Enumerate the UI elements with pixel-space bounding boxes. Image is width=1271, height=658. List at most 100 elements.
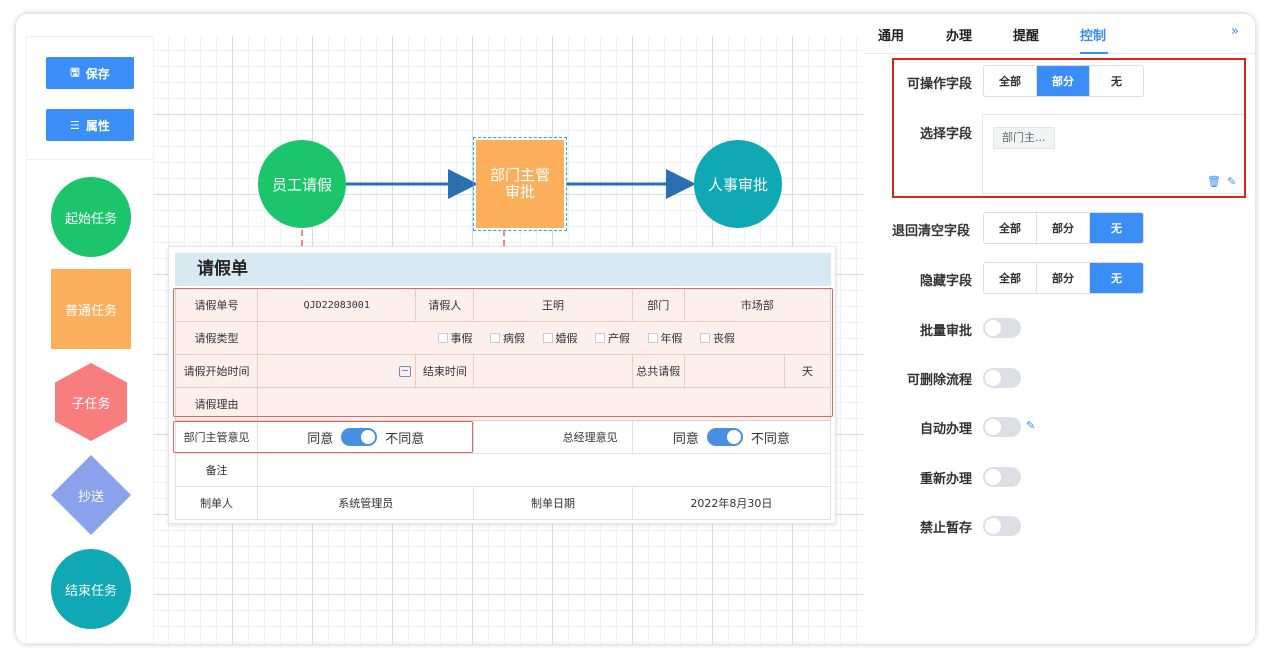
reason-input[interactable] (257, 387, 831, 421)
form-dept-label: 部门 (631, 288, 685, 322)
form-person-value[interactable]: 王明 (473, 288, 633, 322)
return-clear-segment: 全部 部分 无 (983, 212, 1144, 244)
leave-type-option[interactable]: 事假 (437, 330, 473, 346)
palette-start-task[interactable]: 起始任务 (51, 177, 131, 257)
checkbox-icon (542, 333, 553, 343)
form-person-label: 请假人 (415, 288, 475, 322)
batch-approve-toggle[interactable] (983, 318, 1021, 338)
deletable-flow-toggle[interactable] (983, 368, 1021, 388)
auto-handle-label: 自动办理 (919, 422, 972, 437)
palette-end-task[interactable]: 结束任务 (51, 549, 131, 629)
form-creator-label: 制单人 (174, 486, 259, 520)
start-date-input[interactable] (257, 354, 417, 388)
no-draft-toggle[interactable] (983, 516, 1021, 536)
calendar-icon[interactable] (399, 366, 412, 377)
hidden-fields-label: 隐藏字段 (919, 274, 972, 289)
flow-node-dept-approval[interactable]: 部门主管审批 (473, 137, 567, 231)
properties-panel: 通用 办理 提醒 控制 » 可操作字段 全部 部分 无 选择字段 部门主... … (864, 14, 1255, 644)
clear-all[interactable]: 全部 (984, 213, 1037, 243)
checkbox-icon (437, 333, 448, 343)
total-days-input[interactable] (683, 354, 785, 388)
leave-type-option[interactable]: 年假 (647, 330, 683, 346)
leave-type-option[interactable]: 病假 (490, 330, 525, 346)
selected-fields-box[interactable]: 部门主... 🗑 ✎ (982, 114, 1244, 194)
table-row: 请假单号 QJD22083001 请假人 王明 部门 市场部 (174, 288, 832, 322)
tab-handle[interactable]: 办理 (946, 29, 973, 44)
edit-icon[interactable]: ✎ (1026, 419, 1036, 432)
palette-divider (27, 159, 153, 160)
form-date-value: 2022年8月30日 (631, 486, 832, 520)
leave-type-option[interactable]: 产假 (595, 330, 630, 346)
form-start-label: 请假开始时间 (174, 354, 259, 388)
leave-form: 请假单 请假单号 QJD22083001 请假人 王明 部门 市场部 请假类型 … (168, 246, 836, 524)
form-mgr-label: 部门主管意见 (174, 420, 259, 454)
selected-field-chip[interactable]: 部门主... (993, 127, 1055, 149)
operable-none[interactable]: 无 (1111, 75, 1122, 88)
app-window: 🖫 保存 ☰ 属性 起始任务 普通任务 子任务 抄送 结束任务 员工请假 (16, 14, 1255, 644)
leave-type-label: 产假 (608, 332, 630, 345)
properties-button[interactable]: ☰ 属性 (46, 109, 134, 141)
end-date-input[interactable] (473, 354, 633, 388)
clear-partial[interactable]: 部分 (1037, 213, 1090, 243)
form-type-label: 请假类型 (174, 321, 259, 355)
delete-icon[interactable]: 🗑 (1207, 175, 1221, 188)
flow-node-hr-approval[interactable]: 人事审批 (694, 140, 782, 228)
tab-control[interactable]: 控制 (1080, 29, 1107, 44)
operable-partial[interactable]: 部分 (1037, 66, 1090, 96)
form-no-value[interactable]: QJD22083001 (257, 288, 417, 322)
agree-label: 同意 (307, 431, 334, 447)
flow-canvas[interactable]: 员工请假 部门主管审批 人事审批 请假单 请假单号 QJD22083001 请假… (154, 36, 864, 644)
tab-remind[interactable]: 提醒 (1013, 29, 1040, 44)
clear-none[interactable]: 无 (1090, 213, 1143, 243)
save-icon: 🖫 (70, 65, 80, 79)
no-draft-label: 禁止暂存 (919, 521, 972, 536)
flow-node-employee-leave[interactable]: 员工请假 (258, 140, 346, 228)
mgr-opinion-toggle[interactable] (341, 428, 378, 446)
edit-icon[interactable]: ✎ (1227, 175, 1237, 188)
mgr-opinion: 同意 不同意 (257, 420, 475, 454)
leave-type-options: 事假 病假 婚假 产假 年假 丧假 (257, 321, 831, 355)
batch-approve-label: 批量审批 (919, 324, 972, 339)
save-label: 保存 (85, 66, 110, 81)
select-fields-label: 选择字段 (919, 127, 972, 142)
leave-type-option[interactable]: 丧假 (700, 330, 735, 346)
operable-all[interactable]: 全部 (984, 66, 1037, 96)
save-button[interactable]: 🖫 保存 (46, 57, 134, 89)
collapse-double-chevron-icon[interactable]: » (1231, 24, 1239, 39)
hide-all[interactable]: 全部 (984, 263, 1037, 293)
properties-label: 属性 (85, 118, 110, 133)
form-gm-label: 总经理意见 (473, 420, 633, 454)
table-row: 请假理由 (174, 387, 831, 421)
rehandle-label: 重新办理 (919, 472, 972, 487)
form-title: 请假单 (175, 253, 831, 286)
auto-handle-toggle[interactable] (983, 417, 1021, 437)
disagree-label: 不同意 (385, 431, 425, 447)
tab-general[interactable]: 通用 (878, 29, 905, 44)
leave-type-label: 婚假 (555, 332, 578, 345)
gm-opinion: 同意 不同意 (631, 420, 832, 454)
hide-none[interactable]: 无 (1090, 263, 1143, 293)
table-row: 制单人 系统管理员 制单日期 2022年8月30日 (174, 486, 832, 520)
leave-type-label: 病假 (503, 332, 525, 345)
shape-palette: 🖫 保存 ☰ 属性 起始任务 普通任务 子任务 抄送 结束任务 (26, 36, 154, 644)
form-note-label: 备注 (174, 453, 259, 487)
rehandle-toggle[interactable] (983, 467, 1021, 487)
gm-opinion-toggle[interactable] (706, 428, 743, 446)
hidden-fields-segment: 全部 部分 无 (983, 262, 1144, 294)
agree-label: 同意 (672, 431, 699, 447)
leave-type-option[interactable]: 婚假 (542, 330, 578, 346)
table-row: 请假类型 事假 病假 婚假 产假 年假 丧假 (174, 321, 831, 355)
form-dept-value[interactable]: 市场部 (683, 288, 832, 322)
leave-type-label: 年假 (660, 332, 683, 345)
operable-fields-label: 可操作字段 (906, 77, 972, 92)
leave-type-label: 丧假 (713, 332, 735, 345)
hide-partial[interactable]: 部分 (1037, 263, 1090, 293)
checkbox-icon (700, 333, 710, 343)
disagree-label: 不同意 (750, 431, 790, 447)
panel-tabs: 通用 办理 提醒 控制 » (864, 14, 1255, 54)
palette-normal-task[interactable]: 普通任务 (51, 269, 131, 349)
palette-cc-task[interactable]: 抄送 (51, 455, 131, 535)
gm-label-text: 总经理意见 (562, 431, 618, 444)
palette-sub-task[interactable]: 子任务 (55, 363, 127, 441)
note-input[interactable] (257, 453, 831, 487)
